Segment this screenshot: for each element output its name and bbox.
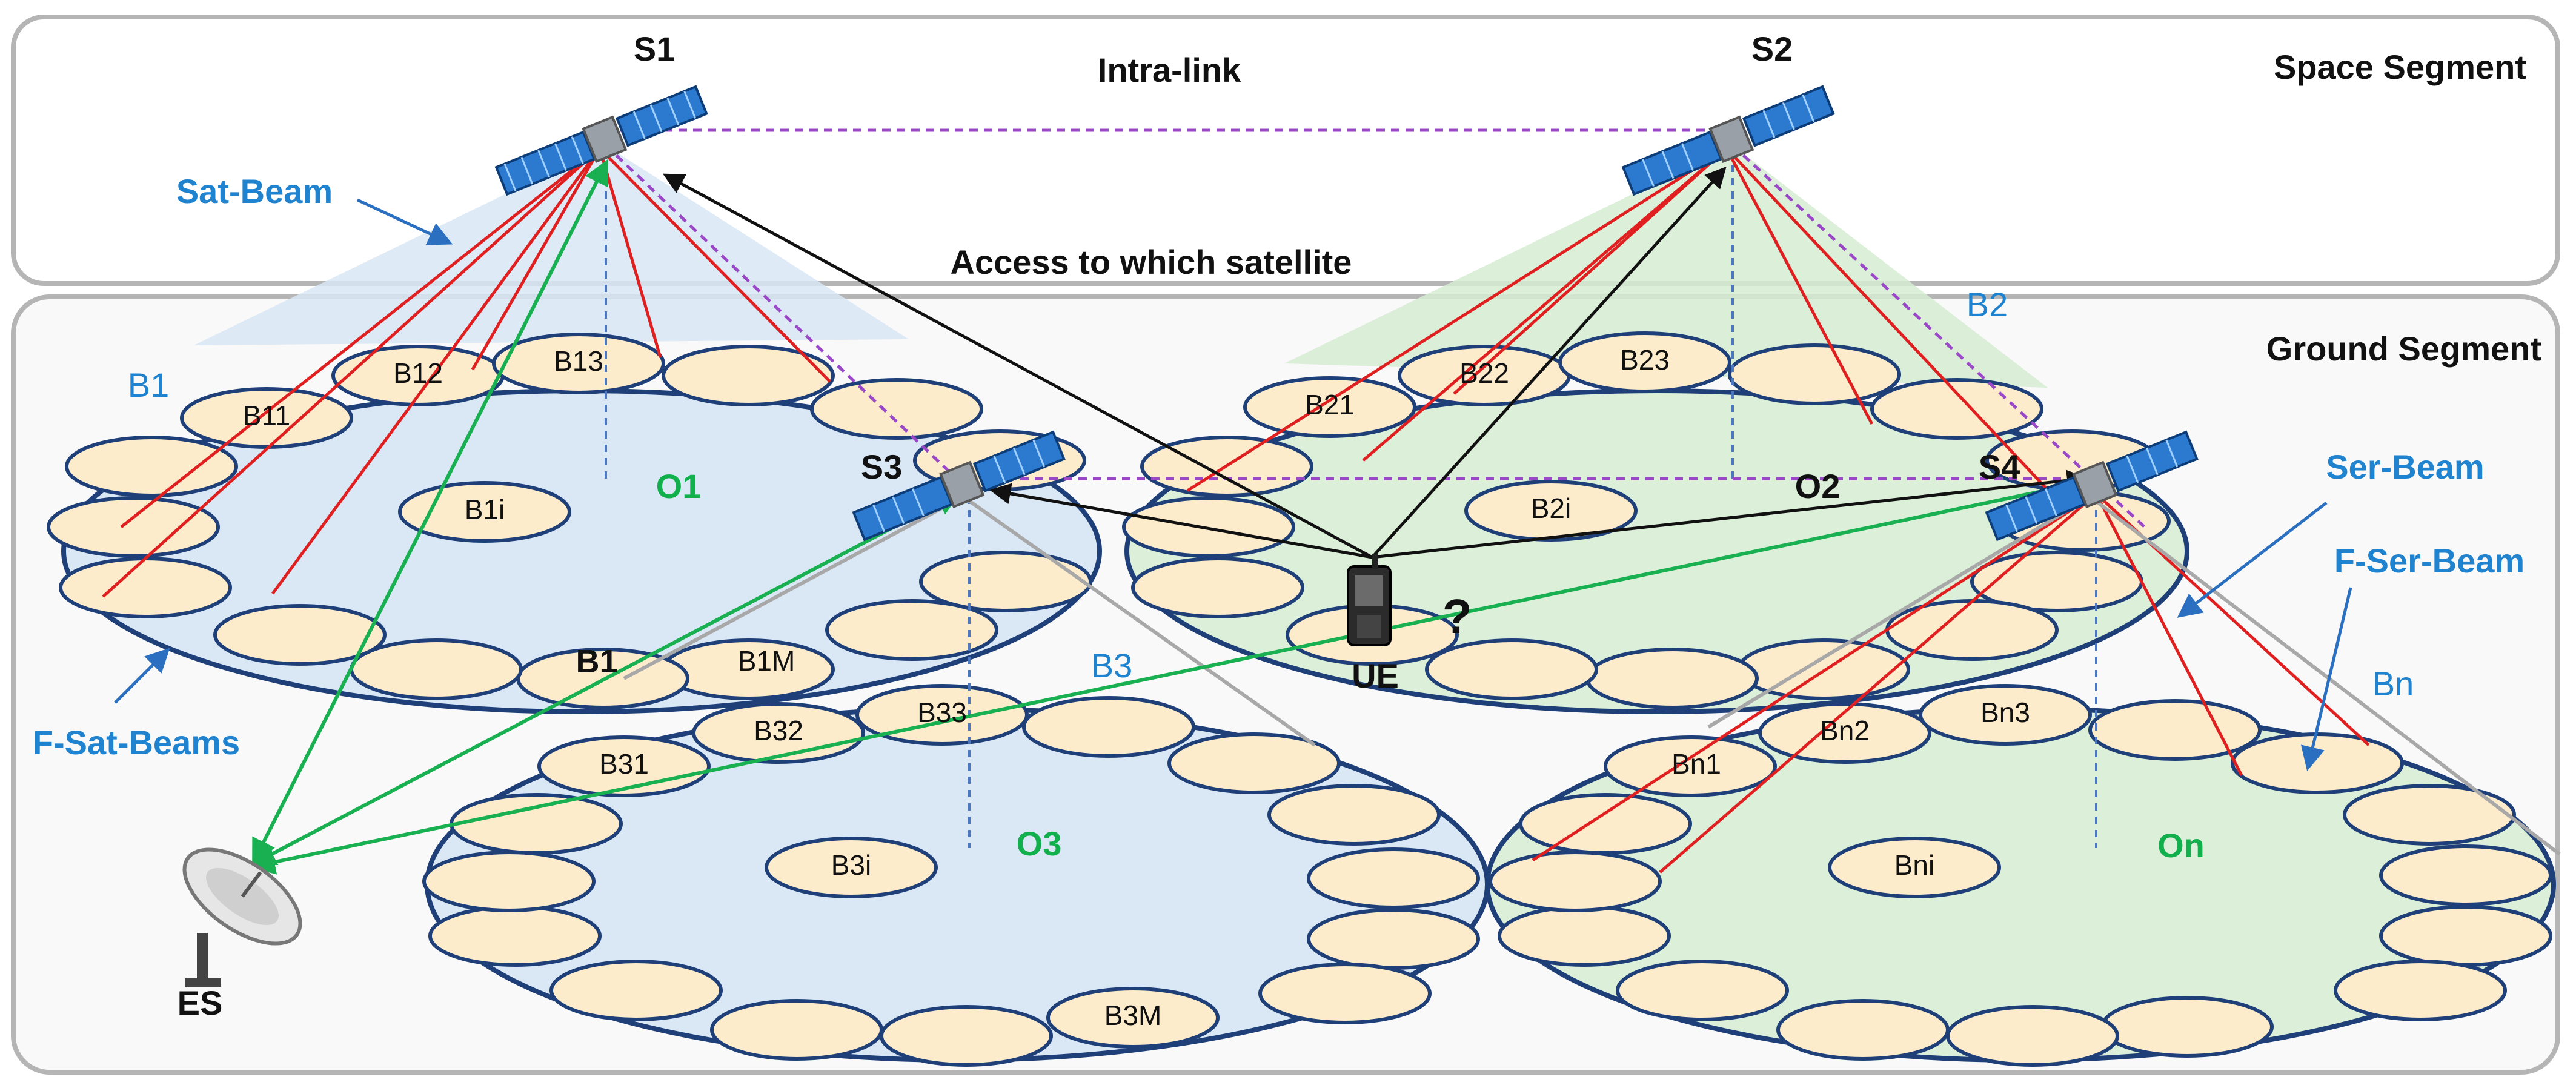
satellite-s2-icon xyxy=(1621,85,1835,196)
beam-b1m-label: B1M xyxy=(738,645,795,677)
satellite-s1-label: S1 xyxy=(634,30,676,68)
earth-station-dish-icon xyxy=(182,847,302,987)
satellite-s1-icon xyxy=(494,85,708,196)
orbit-on-label: On xyxy=(2157,826,2205,864)
beam-bni-label: Bni xyxy=(1894,849,1934,881)
satellite-s4-label: S4 xyxy=(1979,448,2020,486)
es-label: ES xyxy=(178,984,223,1022)
coverage-b1-label: B1 xyxy=(128,366,170,404)
pointer-arrows-blue xyxy=(114,198,2352,771)
orbit-o1-label: O1 xyxy=(656,467,702,505)
beam-b23-label: B23 xyxy=(1620,344,1670,376)
beam-b32-label: B32 xyxy=(754,715,803,746)
s2-beam-cone xyxy=(1284,145,2048,388)
beam-bn3-label: Bn3 xyxy=(1980,697,2030,728)
beam-b11-label: B11 xyxy=(243,400,290,431)
intra-link-label: Intra-link xyxy=(1098,51,1241,89)
feeder-links-green xyxy=(249,159,2108,875)
coverage-bn-label: Bn xyxy=(2372,665,2414,703)
beam-b13-label: B13 xyxy=(554,345,603,377)
beam-bn2-label: Bn2 xyxy=(1820,715,1870,746)
beam-b3i-label: B3i xyxy=(831,849,871,881)
sat-beam-label: Sat-Beam xyxy=(176,172,333,210)
beam-b33-label: B33 xyxy=(917,697,967,728)
beam-b12-label: B12 xyxy=(393,357,443,389)
access-question-label: Access to which satellite xyxy=(951,243,1352,281)
space-segment-label: Space Segment xyxy=(2274,48,2526,86)
ue-phone-icon xyxy=(1347,554,1392,646)
ue-label: UE xyxy=(1352,657,1399,695)
f-sat-beams-label: F-Sat-Beams xyxy=(33,723,240,761)
ground-segment-label: Ground Segment xyxy=(2266,330,2541,368)
satellite-s3-label: S3 xyxy=(861,448,903,486)
beam-b2i-label: B2i xyxy=(1531,492,1571,524)
beam-bn1-label: Bn1 xyxy=(1671,748,1721,780)
beam-b1i-label: B1i xyxy=(465,494,505,525)
ser-beam-label: Ser-Beam xyxy=(2326,448,2484,486)
coverage-b1-bottom-label: B1 xyxy=(576,643,617,680)
beam-b21-label: B21 xyxy=(1305,389,1355,420)
ue-access-arrows xyxy=(662,166,2088,559)
orbit-o2-label: O2 xyxy=(1795,467,1841,505)
f-ser-beam-label: F-Ser-Beam xyxy=(2334,542,2525,580)
coverage-b2-label: B2 xyxy=(1967,285,2008,323)
satellite-s4-icon xyxy=(1985,430,2199,542)
beam-b22-label: B22 xyxy=(1459,357,1509,389)
satellite-s3-icon xyxy=(852,430,1066,542)
coverage-b3-label: B3 xyxy=(1091,646,1133,685)
beam-b31-label: B31 xyxy=(599,748,649,780)
question-mark: ? xyxy=(1442,589,1472,643)
orbit-o3-label: O3 xyxy=(1017,824,1062,863)
beam-b3m-label: B3M xyxy=(1104,1000,1162,1031)
satellite-s2-label: S2 xyxy=(1751,30,1793,68)
